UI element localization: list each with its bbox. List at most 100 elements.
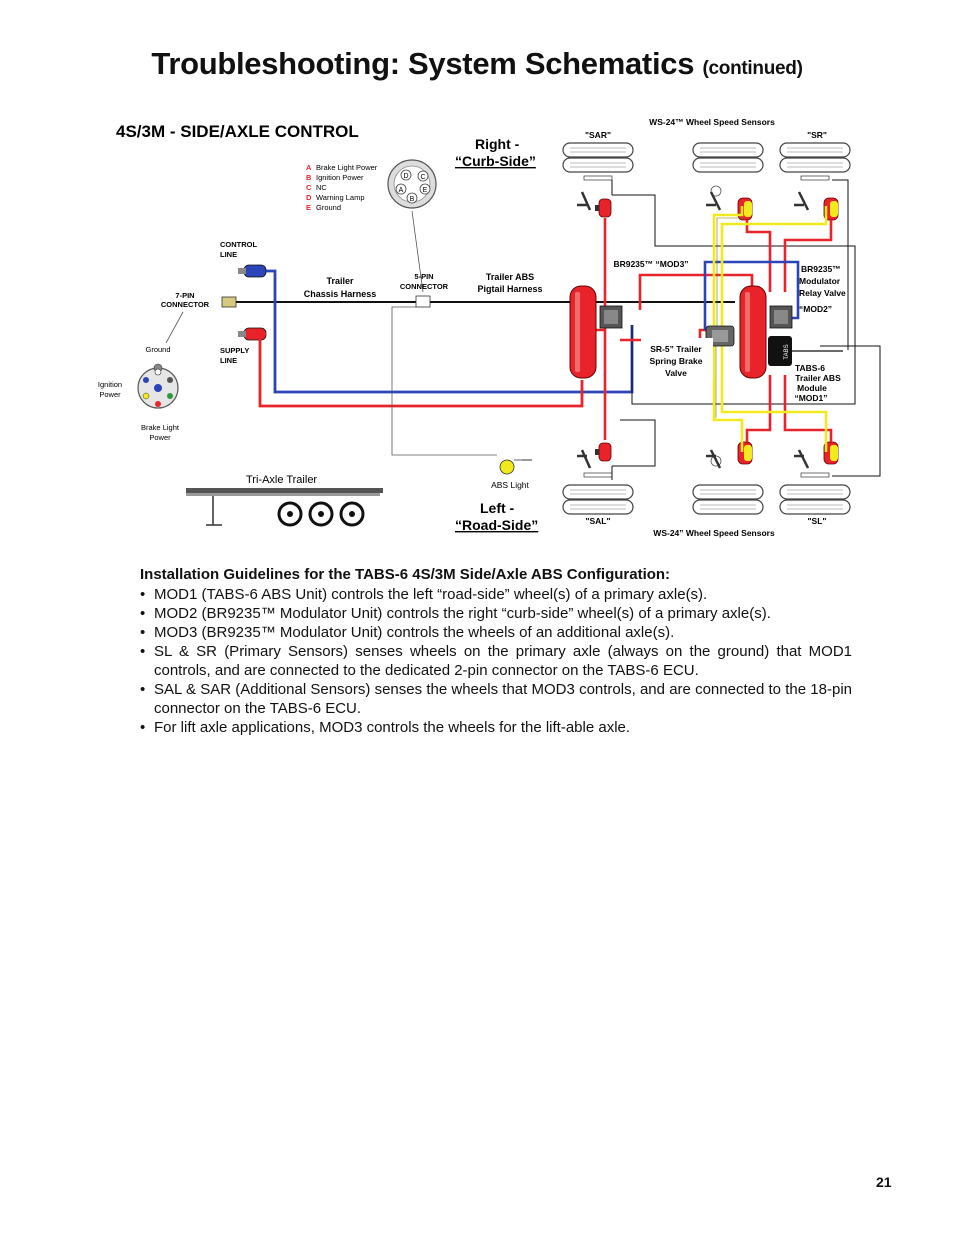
title-suffix: (continued) xyxy=(702,58,803,79)
pin-b: B xyxy=(410,196,415,203)
road-side-label: “Road-Side” xyxy=(455,517,538,533)
guideline-item: MOD1 (TABS-6 ABS Unit) controls the left… xyxy=(140,585,852,604)
brake-chamber-mid-top xyxy=(737,197,753,221)
tire-sl-1 xyxy=(779,484,851,500)
abs-harness-label-2: Pigtail Harness xyxy=(477,284,542,294)
pin-legend: A Brake Light Power B Ignition Power C N… xyxy=(306,163,378,212)
reservoir-right xyxy=(739,285,767,379)
brake-light-label: Brake Light xyxy=(141,423,180,432)
pin-e: E xyxy=(423,187,428,194)
sr5-label-2: Spring Brake xyxy=(650,356,703,366)
mod2-label-3: Relay Valve xyxy=(799,288,846,298)
page-title: Troubleshooting: System Schematics (cont… xyxy=(0,46,954,82)
brake-chamber-sal xyxy=(594,442,612,462)
sr5-label-3: Valve xyxy=(665,368,687,378)
page-number: 21 xyxy=(876,1174,892,1190)
seven-pin-plug xyxy=(221,296,237,308)
tire-sl-2 xyxy=(779,499,851,515)
tire-mid-4 xyxy=(692,499,764,515)
tabs6-module xyxy=(768,336,843,366)
guideline-item: SL & SR (Primary Sensors) senses wheels … xyxy=(140,642,852,680)
legend-letter-d: D xyxy=(306,193,312,202)
tabs-box-label: TABS xyxy=(784,344,790,359)
guideline-item: MOD3 (BR9235™ Modulator Unit) controls t… xyxy=(140,623,852,642)
five-pin-label: 5-PIN xyxy=(414,272,433,281)
chassis-harness-label: Trailer xyxy=(326,276,354,286)
sar-label: "SAR" xyxy=(585,130,611,140)
mod3-valve xyxy=(599,305,623,329)
seven-pin-label-2: CONNECTOR xyxy=(161,300,210,309)
diagram-heading: 4S/3M - SIDE/AXLE CONTROL xyxy=(116,122,359,141)
brake-light-label-2: Power xyxy=(149,433,171,442)
guidelines-list: MOD1 (TABS-6 ABS Unit) controls the left… xyxy=(140,585,852,737)
legend-label-b: Ignition Power xyxy=(316,173,364,182)
control-line-label: CONTROL xyxy=(220,240,257,249)
control-line-label-2: LINE xyxy=(220,250,237,259)
brake-chamber-mid-bottom xyxy=(737,441,753,465)
chassis-harness-label-2: Chassis Harness xyxy=(304,289,377,299)
tire-mid-3 xyxy=(692,484,764,500)
ignition-label: Ignition xyxy=(98,380,122,389)
supply-line xyxy=(258,332,584,408)
brake-chamber-sar xyxy=(594,198,612,218)
pin-d: D xyxy=(403,173,408,180)
tire-sar-1 xyxy=(562,142,634,158)
supply-line-label-2: LINE xyxy=(220,356,237,365)
five-pin-label-2: CONNECTOR xyxy=(400,282,449,291)
mod2-label-2: Modulator xyxy=(799,276,841,286)
ground-label: Ground xyxy=(145,345,170,354)
abs-light-wire xyxy=(391,306,497,456)
system-schematic: 4S/3M - SIDE/AXLE CONTROL Right - “Curb-… xyxy=(98,117,881,538)
five-pin-connector-face: A B C D E xyxy=(387,159,437,209)
ws-bottom-label: WS-24” Wheel Speed Sensors xyxy=(653,528,775,538)
mod2-id: “MOD2” xyxy=(799,304,832,314)
sr5-label-bg xyxy=(641,338,713,380)
five-pin-connector xyxy=(415,295,431,308)
ws-top-label: WS-24™ Wheel Speed Sensors xyxy=(649,117,775,127)
curb-side-label: “Curb-Side” xyxy=(455,153,536,169)
mod2-label: BR9235™ xyxy=(801,264,841,274)
tabs-label-4: “MOD1” xyxy=(794,393,827,403)
mod2-valve xyxy=(769,305,793,329)
tire-mid-1 xyxy=(692,142,764,158)
right-side-label: Right - xyxy=(475,136,520,152)
brake-chamber-sr xyxy=(823,197,839,221)
supply-line-label: SUPPLY xyxy=(220,346,249,355)
legend-label-a: Brake Light Power xyxy=(316,163,378,172)
ignition-label-2: Power xyxy=(99,390,121,399)
legend-label-e: Ground xyxy=(316,203,341,212)
abs-light xyxy=(499,459,515,475)
legend-letter-e: E xyxy=(306,203,311,212)
guideline-item: For lift axle applications, MOD3 control… xyxy=(140,718,852,737)
sr5-label: SR-5” Trailer xyxy=(650,344,702,354)
tri-axle-trailer-icon xyxy=(186,488,383,527)
seven-pin-plug-face xyxy=(137,311,184,409)
guidelines-heading: Installation Guidelines for the TABS-6 4… xyxy=(140,566,671,583)
tri-axle-label: Tri-Axle Trailer xyxy=(246,474,317,486)
control-coupler xyxy=(238,264,267,278)
mod3-label: BR9235™ “MOD3” xyxy=(613,259,688,269)
guideline-item: MOD2 (BR9235™ Modulator Unit) controls t… xyxy=(140,604,852,623)
connector-leader xyxy=(411,210,424,293)
tire-sal-1 xyxy=(562,484,634,500)
pin-c: C xyxy=(420,174,425,181)
seven-pin-label: 7-PIN xyxy=(175,291,194,300)
guideline-item: SAL & SAR (Additional Sensors) senses th… xyxy=(140,680,852,718)
tire-sr-1 xyxy=(779,142,851,158)
left-side-label: Left - xyxy=(480,500,515,516)
sr-label: "SR" xyxy=(807,130,827,140)
tire-sal-2 xyxy=(562,499,634,515)
legend-label-d: Warning Lamp xyxy=(316,193,365,202)
sal-label: "SAL" xyxy=(585,516,610,526)
title-text: Troubleshooting: System Schematics xyxy=(151,46,695,81)
tabs-label-2: Trailer ABS xyxy=(795,373,841,383)
legend-letter-b: B xyxy=(306,173,312,182)
tabs-label-3: Module xyxy=(797,383,827,393)
tabs-label: TABS-6 xyxy=(795,363,825,373)
legend-letter-a: A xyxy=(306,163,312,172)
installation-guidelines: Installation Guidelines for the TABS-6 4… xyxy=(140,565,852,737)
tire-mid-2 xyxy=(692,157,764,173)
tire-sr-2 xyxy=(779,157,851,173)
abs-light-label: ABS Light xyxy=(491,480,529,490)
tire-sar-2 xyxy=(562,157,634,173)
